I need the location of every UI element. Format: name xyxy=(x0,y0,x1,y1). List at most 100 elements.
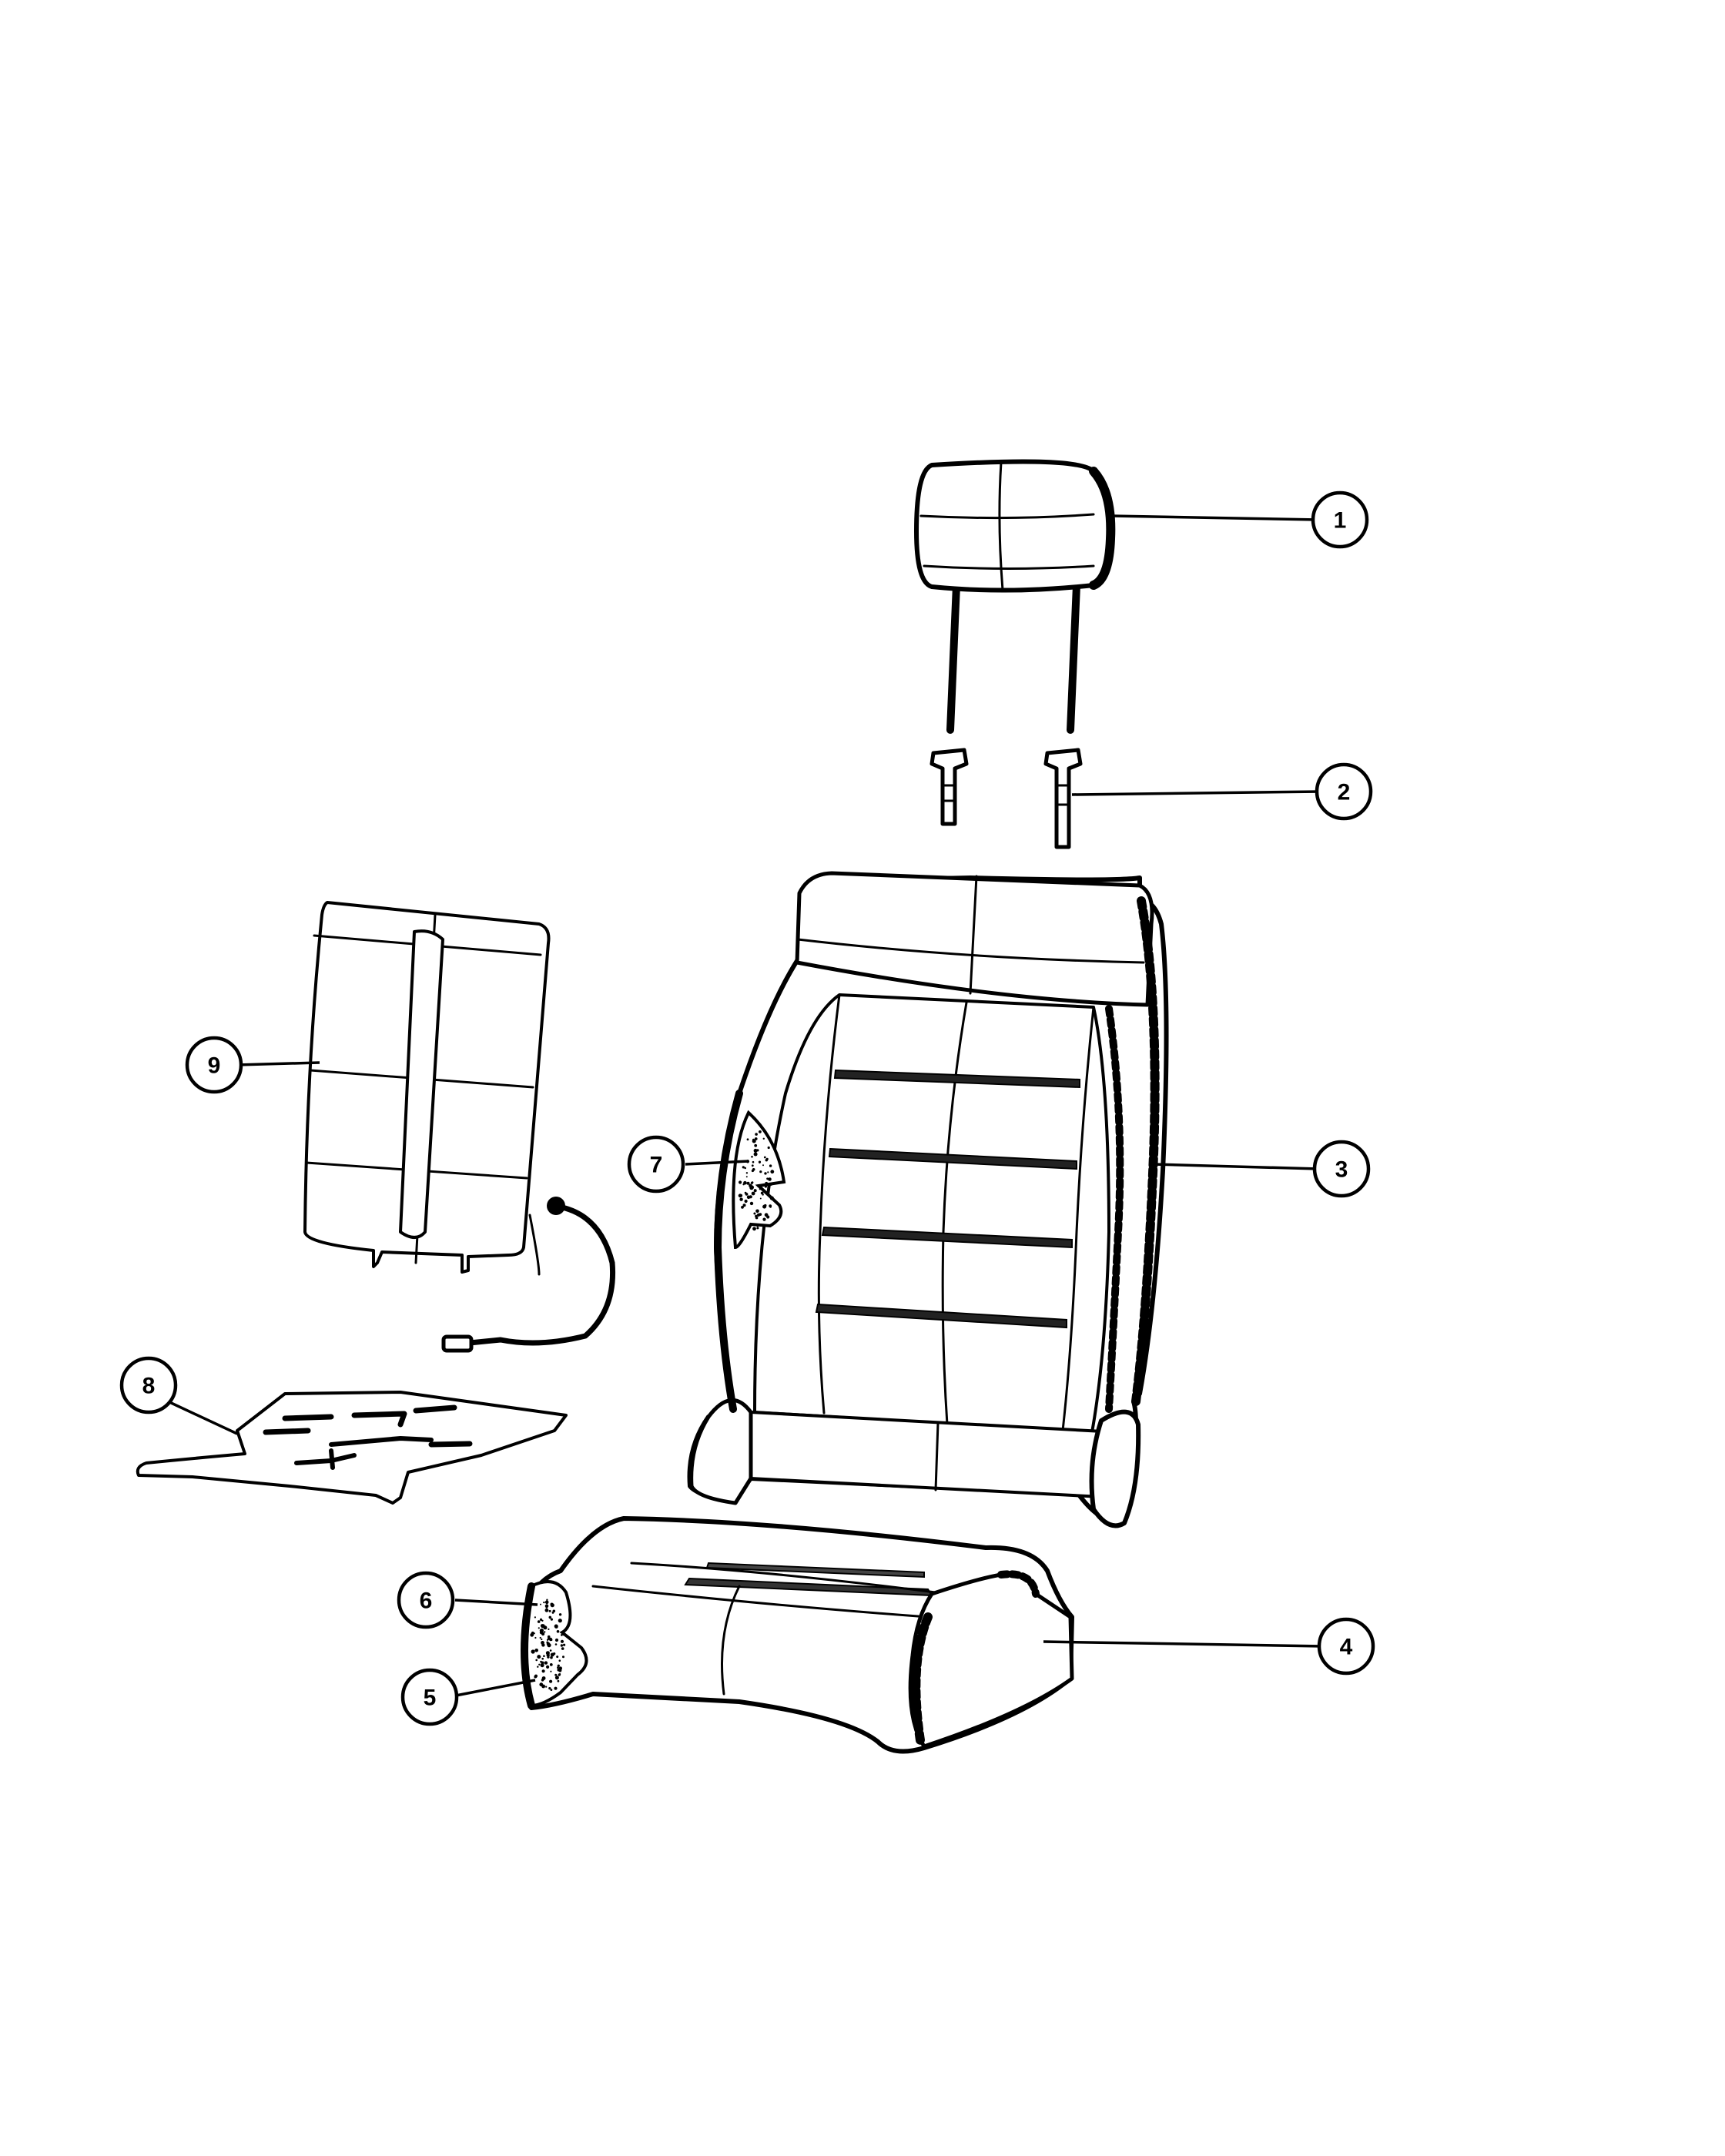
foam-stipple-dot xyxy=(738,1194,742,1198)
foam-stipple-dot xyxy=(746,1181,750,1185)
leader-3 xyxy=(1153,1163,1319,1170)
foam-stipple-dot xyxy=(546,1599,548,1601)
leader-4 xyxy=(1043,1640,1324,1648)
foam-stipple-dot xyxy=(751,1191,755,1196)
foam-stipple-dot xyxy=(557,1676,558,1678)
foam-stipple-dot xyxy=(749,1185,755,1190)
foam-stipple-dot xyxy=(539,1618,543,1621)
foam-stipple-dot xyxy=(545,1651,550,1656)
seat-cushion-pad xyxy=(136,1391,568,1505)
foam-stipple-dot xyxy=(556,1656,559,1659)
foam-stipple-dot xyxy=(765,1157,769,1160)
foam-stipple-dot xyxy=(549,1663,553,1666)
foam-stipple-dot xyxy=(539,1630,544,1635)
callout-8-label: 8 xyxy=(142,1374,156,1399)
callout-9: 9 xyxy=(185,1036,243,1094)
foam-stipple-dot xyxy=(558,1619,562,1623)
foam-stipple-dot xyxy=(759,1197,762,1200)
leader-1 xyxy=(1111,514,1319,521)
leader-6 xyxy=(454,1599,538,1606)
callout-9-label: 9 xyxy=(208,1053,221,1079)
foam-stipple-dot xyxy=(754,1189,756,1191)
foam-stipple-dot xyxy=(750,1181,754,1184)
foam-stipple-dot xyxy=(541,1638,543,1641)
foam-stipple-dot xyxy=(550,1656,553,1659)
seat-cushion-foam xyxy=(521,1580,588,1709)
foam-stipple-dot xyxy=(549,1649,552,1652)
foam-stipple-dot xyxy=(561,1647,564,1650)
foam-stipple-dot xyxy=(541,1661,544,1665)
foam-stipple-dot xyxy=(558,1659,561,1662)
foam-stipple-dot xyxy=(739,1180,742,1184)
foam-stipple-dot xyxy=(769,1205,772,1208)
foam-stipple-dot xyxy=(770,1170,775,1174)
foam-stipple-dot xyxy=(537,1655,541,1659)
foam-stipple-dot xyxy=(757,1214,759,1217)
foam-stipple-dot xyxy=(759,1170,762,1173)
foam-stipple-dot xyxy=(541,1679,544,1682)
foam-stipple-dot xyxy=(534,1616,537,1619)
foam-stipple-dot xyxy=(760,1191,764,1195)
foam-stipple-dot xyxy=(764,1185,768,1188)
foam-stipple-dot xyxy=(753,1152,758,1157)
foam-stipple-dot xyxy=(541,1657,544,1660)
foam-stipple-dot xyxy=(561,1634,563,1636)
foam-stipple-dot xyxy=(742,1166,745,1169)
foam-stipple-dot xyxy=(741,1206,744,1209)
callout-1: 1 xyxy=(1311,490,1369,549)
foam-stipple-dot xyxy=(534,1675,538,1679)
callout-4: 4 xyxy=(1317,1617,1375,1676)
leader-7 xyxy=(685,1160,749,1166)
foam-stipple-dot xyxy=(558,1613,562,1616)
headrest-guide-right xyxy=(1043,748,1083,849)
callout-8: 8 xyxy=(119,1356,178,1414)
foam-stipple-dot xyxy=(544,1661,548,1665)
foam-stipple-dot xyxy=(739,1197,743,1201)
foam-stipple-dot xyxy=(553,1652,556,1656)
foam-stipple-dot xyxy=(554,1673,558,1676)
foam-stipple-dot xyxy=(756,1224,759,1227)
callout-7-label: 7 xyxy=(650,1153,663,1178)
foam-stipple-dot xyxy=(546,1642,551,1645)
foam-stipple-dot xyxy=(548,1609,551,1612)
foam-stipple-dot xyxy=(764,1172,767,1175)
foam-stipple-dot xyxy=(548,1628,550,1630)
foam-stipple-dot xyxy=(759,1130,762,1133)
seat-back-foam xyxy=(732,1110,786,1250)
foam-stipple-dot xyxy=(554,1643,558,1645)
callout-6-label: 6 xyxy=(420,1589,433,1614)
foam-stipple-dot xyxy=(530,1632,534,1637)
foam-stipple-dot xyxy=(556,1630,560,1633)
foam-stipple-dot xyxy=(755,1133,758,1136)
foam-stipple-dot xyxy=(545,1686,548,1688)
foam-stipple-dot xyxy=(544,1608,549,1612)
foam-stipple-dot xyxy=(534,1636,537,1639)
foam-stipple-dot xyxy=(752,1139,756,1143)
foam-stipple-dot xyxy=(769,1183,772,1186)
foam-stipple-dot xyxy=(765,1181,769,1185)
foam-stipple-dot xyxy=(539,1682,544,1687)
foam-stipple-dot xyxy=(767,1187,770,1190)
foam-stipple-dot xyxy=(745,1193,749,1196)
callout-2-label: 2 xyxy=(1338,780,1351,805)
foam-stipple-dot xyxy=(558,1673,561,1676)
foam-stipple-dot xyxy=(749,1195,752,1199)
foam-stipple-dot xyxy=(764,1204,767,1207)
foam-stipple-dot xyxy=(543,1601,545,1604)
foam-stipple-dot xyxy=(554,1624,558,1629)
foam-stipple-dot xyxy=(541,1643,545,1647)
foam-stipple-dot xyxy=(743,1180,747,1185)
foam-stipple-dot xyxy=(557,1664,560,1667)
foam-stipple-dot xyxy=(539,1636,541,1639)
foam-stipple-dot xyxy=(751,1156,753,1158)
foam-stipple-dot xyxy=(764,1213,769,1217)
foam-stipple-dot xyxy=(759,1187,762,1190)
foam-stipple-dot xyxy=(534,1649,538,1652)
seat-cushion xyxy=(522,1516,1074,1754)
foam-stipple-dot xyxy=(754,1143,758,1147)
foam-stipple-dot xyxy=(762,1164,764,1167)
foam-stipple-dot xyxy=(537,1666,539,1668)
foam-stipple-dot xyxy=(541,1624,545,1628)
foam-stipple-dot xyxy=(537,1620,541,1623)
